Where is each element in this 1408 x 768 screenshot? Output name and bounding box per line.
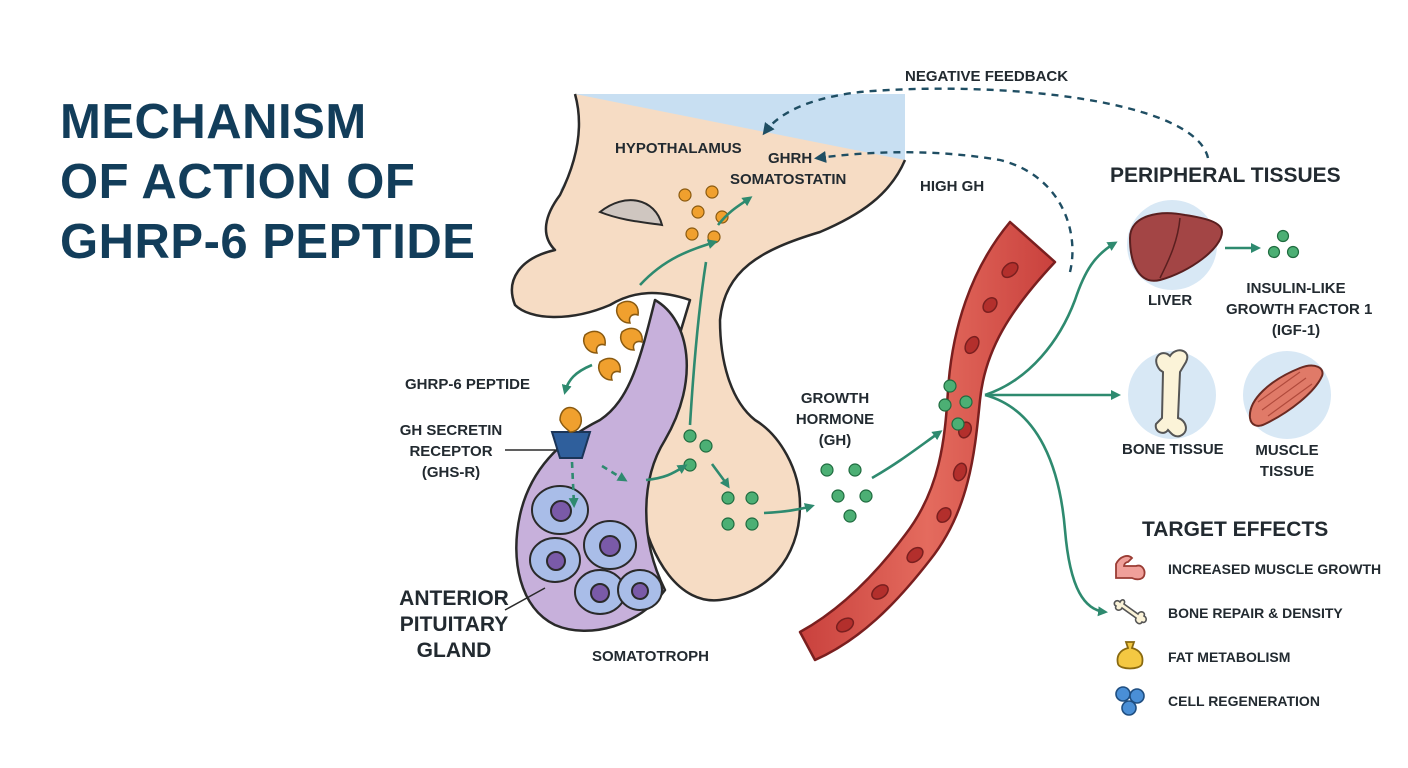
ghrp6-molecules: [583, 300, 643, 381]
hypothalamus-label: HYPOTHALAMUS: [615, 140, 742, 157]
liver-icon: [1128, 212, 1224, 282]
cells-icon: [1115, 686, 1145, 716]
effect-item-bone-repair: BONE REPAIR & DENSITY: [1110, 592, 1400, 636]
negative-feedback-arrows: [762, 87, 1210, 273]
flexed-arm-icon: [1115, 555, 1146, 581]
ghrh-label: GHRH: [768, 150, 813, 167]
muscle-tissue-label: MUSCLE TISSUE: [1255, 442, 1319, 480]
high-gh-label: HIGH GH: [920, 178, 985, 195]
target-effects-list: INCREASED MUSCLE GROWTH BONE REPAIR & DE…: [1110, 548, 1400, 724]
muscle-icon: [1248, 364, 1324, 427]
bone-icon-small: [1113, 599, 1147, 625]
somatotroph-label: SOMATOTROPH: [592, 648, 709, 665]
igf1-molecules: [1267, 229, 1300, 259]
title-line-2: OF ACTION OF: [60, 155, 416, 209]
effect-label: CELL REGENERATION: [1168, 693, 1320, 709]
ghrh-cluster: [678, 185, 729, 244]
ghs-receptor-shape: [550, 406, 592, 459]
anterior-pituitary-label: ANTERIOR PITUITARY GLAND: [399, 587, 509, 662]
effect-item-muscle-growth: INCREASED MUSCLE GROWTH: [1110, 548, 1400, 592]
page-title: MECHANISM OF ACTION OF GHRP-6 PEPTIDE: [60, 92, 475, 272]
title-line-3: GHRP-6 PEPTIDE: [60, 215, 476, 269]
gh-molecules: [683, 379, 973, 531]
effect-label: FAT METABOLISM: [1168, 649, 1291, 665]
ghrp6-peptide-label: GHRP-6 PEPTIDE: [405, 376, 531, 393]
peripheral-tissues-heading: PERIPHERAL TISSUES: [1110, 164, 1341, 187]
signal-arrows: [561, 196, 1261, 617]
ghs-receptor-label: GH SECRETIN RECEPTOR (GHS-R): [399, 422, 503, 481]
fat-droplet-icon: [1116, 641, 1144, 670]
negative-feedback-label: NEGATIVE FEEDBACK: [905, 68, 1069, 85]
bone-tissue-label: BONE TISSUE: [1122, 441, 1224, 458]
title-line-1: MECHANISM: [60, 95, 367, 149]
median-eminence: [598, 199, 664, 227]
effect-label: INCREASED MUSCLE GROWTH: [1168, 561, 1382, 577]
effect-item-fat-metabolism: FAT METABOLISM: [1110, 636, 1400, 680]
leader-lines: [504, 449, 555, 611]
effect-item-cell-regeneration: CELL REGENERATION: [1110, 680, 1400, 724]
igf1-label: INSULIN-LIKE GROWTH FACTOR 1 (IGF-1): [1226, 280, 1373, 339]
target-effects-heading: TARGET EFFECTS: [1142, 518, 1329, 541]
liver-label: LIVER: [1148, 292, 1193, 309]
growth-hormone-label: GROWTH HORMONE (GH): [795, 390, 875, 449]
effect-label: BONE REPAIR & DENSITY: [1168, 605, 1343, 621]
somatostatin-label: SOMATOSTATIN: [730, 171, 847, 188]
bone-icon: [1154, 349, 1189, 438]
somatotroph-cells: [529, 485, 663, 615]
